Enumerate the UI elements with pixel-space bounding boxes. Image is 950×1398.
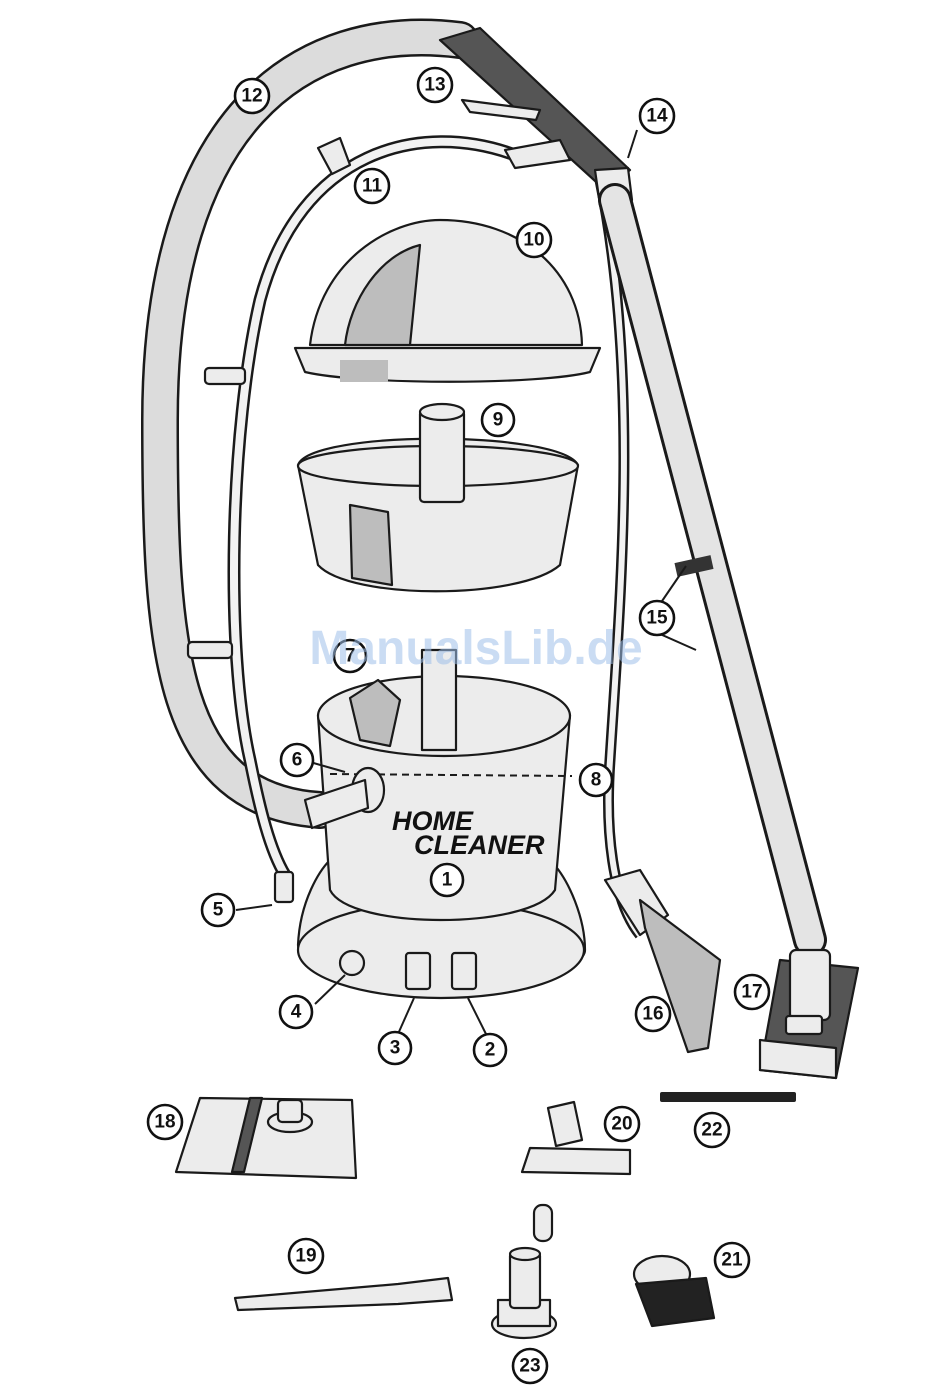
callout-11: 11 [355, 169, 389, 203]
svg-text:16: 16 [642, 1004, 663, 1025]
svg-text:2: 2 [485, 1040, 496, 1061]
watermark: ManualsLib.de [309, 622, 642, 675]
svg-text:4: 4 [291, 1002, 302, 1023]
callout-15: 15 [640, 601, 674, 635]
svg-text:3: 3 [390, 1038, 401, 1059]
brand-line-2: CLEANER [414, 830, 545, 860]
callout-14: 14 [640, 99, 674, 133]
callout-5: 5 [202, 894, 234, 926]
svg-text:21: 21 [721, 1250, 743, 1271]
callout-4: 4 [280, 996, 312, 1028]
svg-text:1: 1 [442, 870, 453, 891]
callout-18: 18 [148, 1105, 182, 1139]
filter-container [298, 404, 578, 591]
spray-handle [440, 28, 632, 205]
callout-8: 8 [580, 764, 612, 796]
callout-20: 20 [605, 1107, 639, 1141]
svg-text:19: 19 [295, 1246, 316, 1267]
svg-text:11: 11 [362, 176, 383, 197]
callout-16: 16 [636, 997, 670, 1031]
callout-17: 17 [735, 975, 769, 1009]
svg-text:15: 15 [646, 608, 668, 629]
callout-3: 3 [379, 1032, 411, 1064]
svg-text:6: 6 [292, 750, 303, 771]
callout-19: 19 [289, 1239, 323, 1273]
crevice-tool [235, 1278, 452, 1310]
callout-23: 23 [513, 1349, 547, 1383]
callout-10: 10 [517, 223, 551, 257]
svg-text:5: 5 [213, 900, 224, 921]
svg-text:12: 12 [241, 86, 262, 107]
svg-text:17: 17 [741, 982, 762, 1003]
svg-text:23: 23 [519, 1356, 540, 1377]
tank-base: HOME CLEANER [275, 650, 585, 998]
callout-6: 6 [281, 744, 313, 776]
callout-21: 21 [715, 1243, 749, 1277]
lid [295, 220, 600, 382]
callout-13: 13 [418, 68, 452, 102]
callout-1: 1 [431, 864, 463, 896]
callout-22: 22 [695, 1113, 729, 1147]
floor-tool [760, 950, 858, 1078]
filter-bag [176, 1098, 356, 1178]
svg-text:13: 13 [424, 75, 445, 96]
callout-9: 9 [482, 404, 514, 436]
svg-text:22: 22 [701, 1120, 722, 1141]
svg-text:10: 10 [523, 230, 544, 251]
adapter-fitting [492, 1205, 556, 1338]
callout-2: 2 [474, 1034, 506, 1066]
svg-text:18: 18 [154, 1112, 175, 1133]
svg-text:20: 20 [611, 1114, 632, 1135]
dusting-brush [634, 1256, 714, 1326]
svg-text:9: 9 [493, 410, 504, 431]
squeegee-strip [660, 1092, 796, 1102]
callout-12: 12 [235, 79, 269, 113]
svg-text:14: 14 [646, 106, 668, 127]
extension-wand [615, 200, 810, 940]
svg-text:8: 8 [591, 770, 602, 791]
